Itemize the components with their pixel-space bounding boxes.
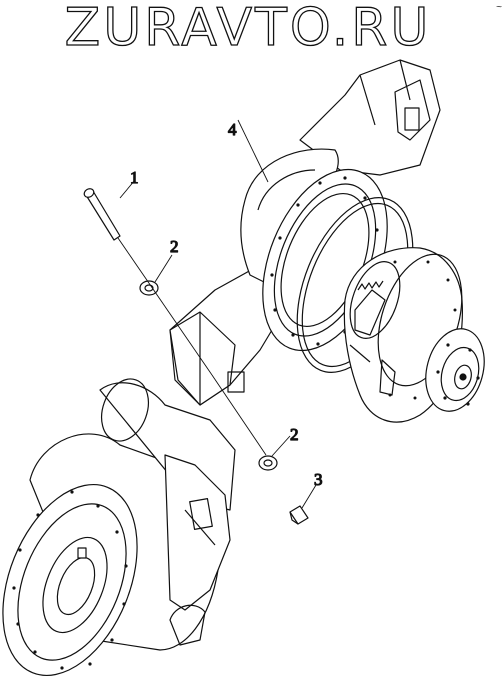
- leader-lines: [117, 119, 317, 509]
- lower-washer-part: [258, 455, 278, 471]
- callout-3: 3: [314, 470, 323, 489]
- upper-washer-part: [139, 280, 159, 296]
- callout-2-upper: 2: [170, 237, 179, 256]
- callout-1: 1: [130, 168, 139, 187]
- fitting-part: [289, 505, 309, 525]
- wheel-hub-assembly: [2, 378, 236, 677]
- corner-mark: ~: [496, 2, 502, 13]
- king-pin-part: [83, 188, 121, 241]
- differential-carrier: [343, 247, 485, 423]
- callout-2-lower: 2: [290, 425, 299, 444]
- site-watermark: ZURAVTO.RU: [64, 0, 432, 59]
- callout-4: 4: [228, 120, 237, 139]
